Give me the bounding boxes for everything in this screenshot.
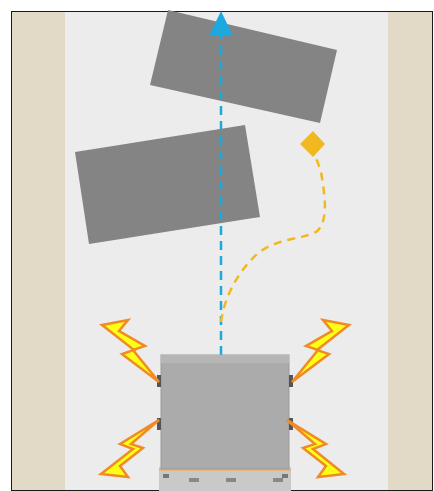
robot-body-top-edge bbox=[161, 355, 289, 363]
diamond-icon bbox=[300, 131, 325, 157]
lightning-bolt-icon bbox=[286, 418, 348, 479]
detour-path bbox=[219, 151, 327, 323]
left-shoulder bbox=[12, 12, 65, 490]
sensor-left-rear bbox=[157, 418, 161, 430]
obstacle-upper bbox=[150, 10, 337, 123]
lightning-bolt-icon bbox=[291, 318, 352, 383]
right-shoulder bbox=[388, 12, 432, 490]
sensor-right-front bbox=[289, 375, 293, 387]
arrow-up-icon bbox=[209, 11, 233, 36]
obstacle-lower bbox=[75, 125, 260, 244]
lightning-bolt-icon bbox=[97, 418, 160, 479]
robot-base-detail bbox=[273, 478, 283, 482]
robot-body bbox=[160, 354, 290, 470]
lightning-bolt-icon bbox=[99, 318, 160, 383]
robot-base-detail bbox=[226, 478, 236, 482]
robot-base-detail bbox=[163, 474, 169, 478]
robot-base-detail bbox=[189, 478, 199, 482]
robot-base-detail bbox=[282, 474, 288, 478]
